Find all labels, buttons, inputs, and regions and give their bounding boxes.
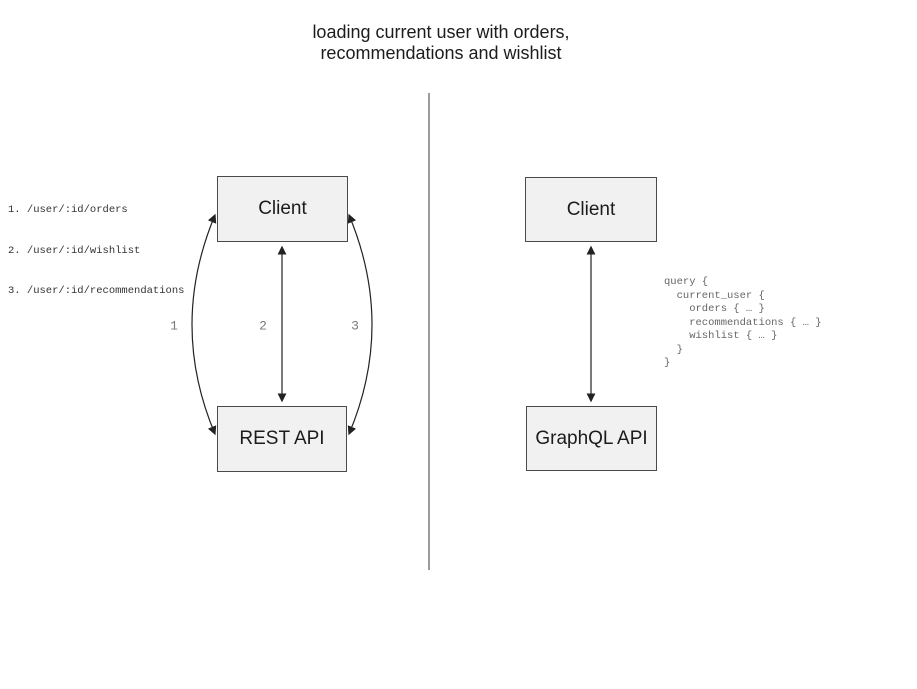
rest-api-label: REST API (239, 428, 325, 449)
rest-arrow-1-curve (191, 213, 217, 436)
endpoint-item-wishlist: 2. /user/:id/wishlist (8, 244, 141, 257)
graphql-client-label: Client (566, 198, 616, 220)
endpoint-list: 1. /user/:id/orders 2. /user/:id/wishlis… (8, 177, 184, 326)
arrow-label-2: 2 (259, 318, 267, 334)
graphql-client-box: Client (525, 177, 657, 242)
rest-client-label: Client (258, 198, 307, 219)
rest-api-box: REST API (217, 406, 347, 472)
diagram-title: loading current user with orders, recomm… (312, 22, 570, 63)
arrow-label-3: 3 (351, 318, 359, 334)
endpoint-item-orders: 1. /user/:id/orders (8, 204, 128, 216)
arrow-label-1: 1 (170, 318, 178, 334)
graphql-query-code: query { current_user { orders { … } reco… (664, 276, 822, 369)
rest-client-box: Client (217, 176, 348, 242)
endpoint-item-recommendations: 3. /user/:id/recommendations (8, 285, 185, 297)
graphql-api-label: GraphQL API (535, 427, 648, 449)
graphql-api-box: GraphQL API (526, 406, 657, 471)
rest-arrow-3-curve (347, 213, 373, 436)
